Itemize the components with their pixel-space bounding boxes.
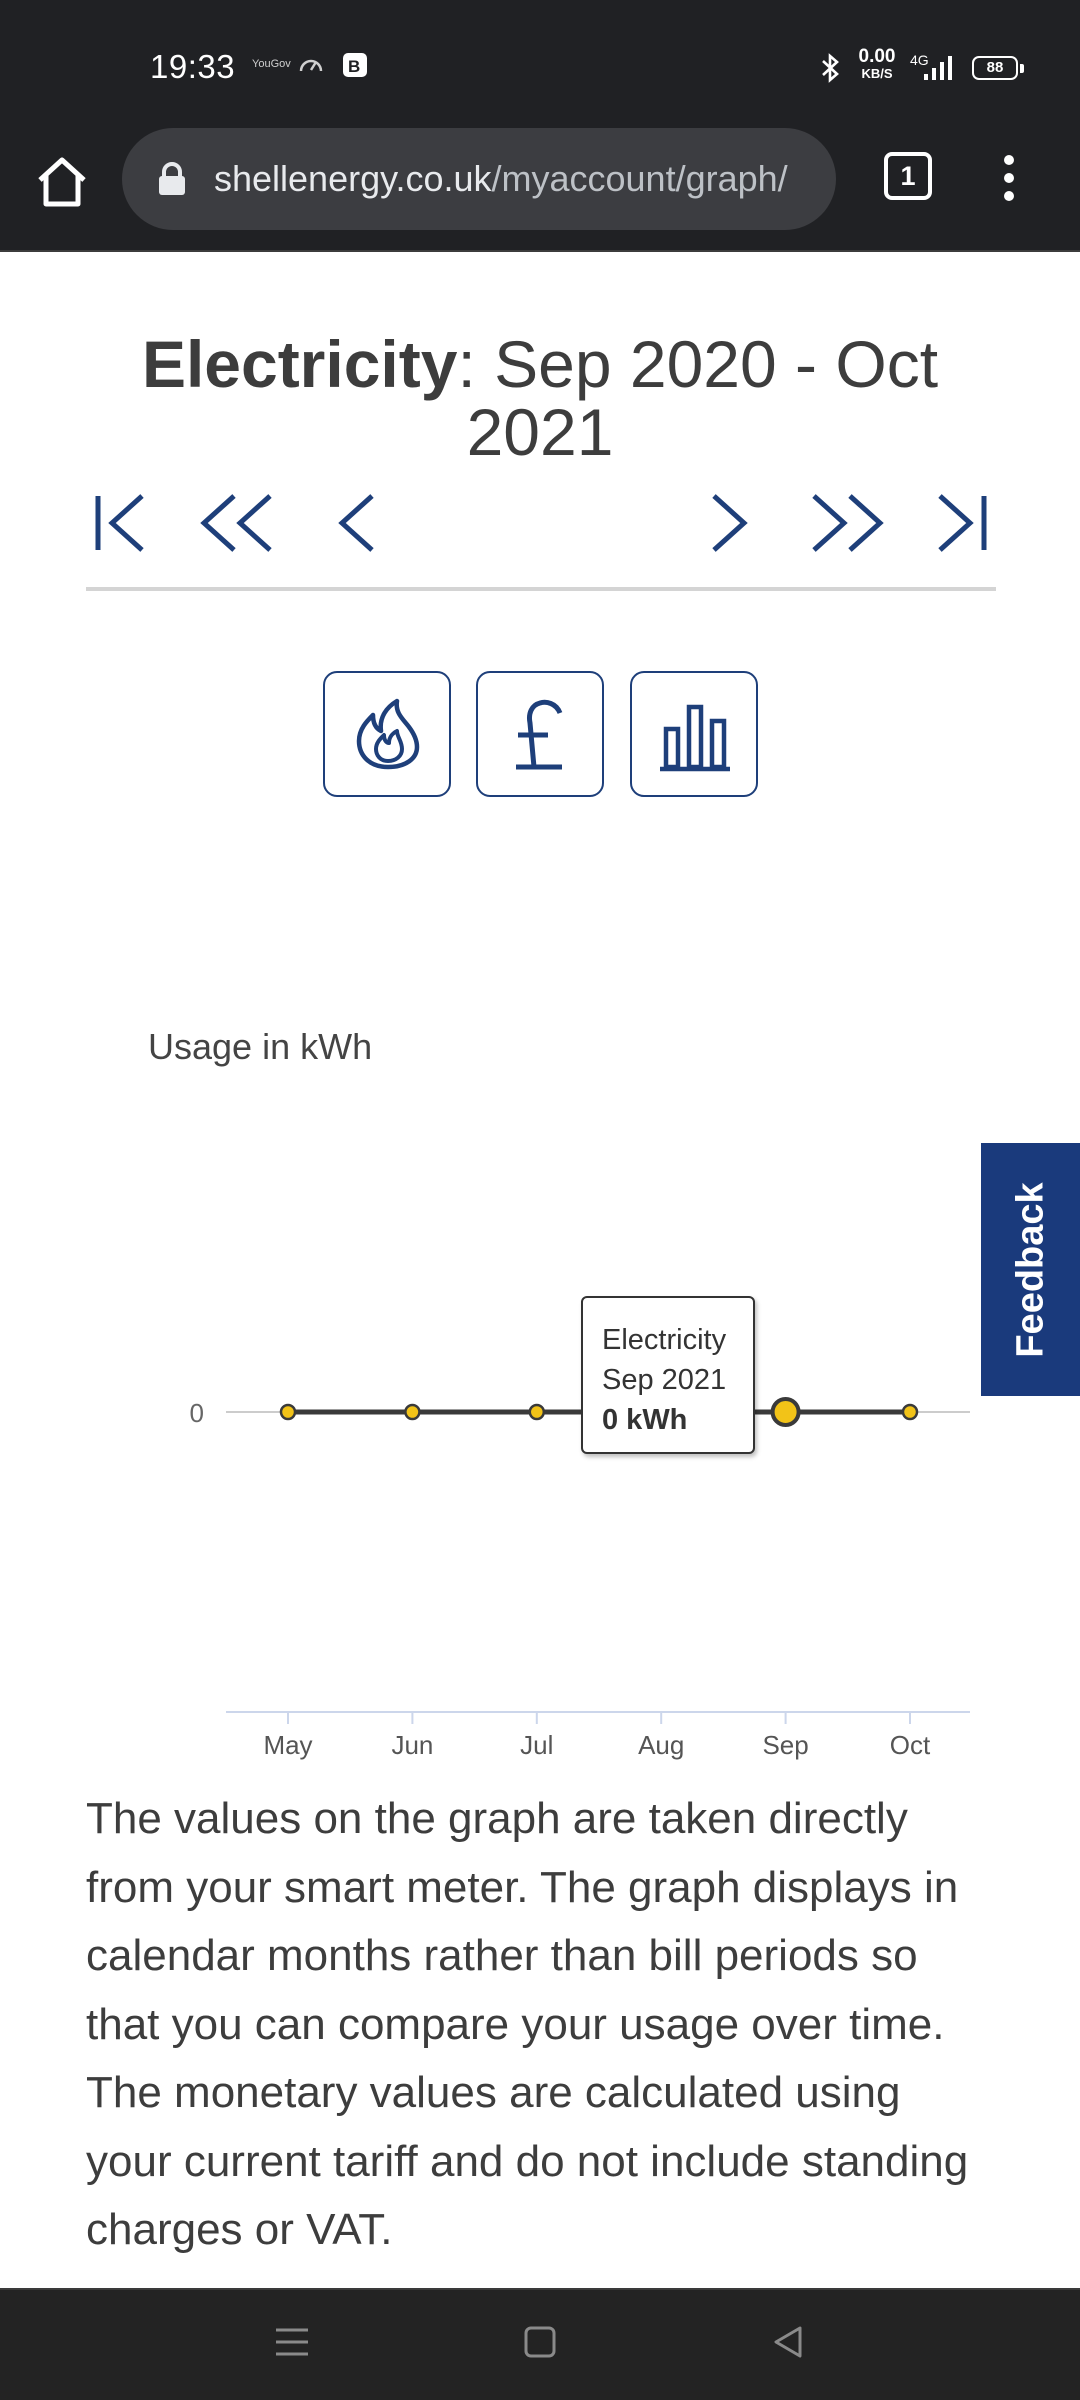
previous-year-icon[interactable] [198,490,278,556]
recent-apps-icon[interactable] [272,2322,312,2362]
y-axis-label: Usage in kWh [148,1026,373,1067]
url-domain: shellenergy.co.uk [214,158,492,199]
data-point [279,1403,297,1421]
url-path: /myaccount/graph/ [491,158,788,199]
x-tick-label: Oct [890,1730,931,1760]
more-options-icon[interactable] [994,148,1024,208]
network-speed: 0.00 KB/S [852,46,902,82]
url-text: shellenergy.co.uk/myaccount/graph/ [214,158,788,200]
network-speed-value: 0.00 [858,46,896,67]
browser-toolbar: shellenergy.co.uk/myaccount/graph/ 1 [0,126,1080,252]
status-time: 19:33 [150,48,236,85]
page-title-range: : Sep 2020 - Oct 2021 [457,327,939,469]
x-tick-label: Aug [638,1730,684,1760]
battery-icon: 88 [972,56,1024,80]
page-title-fuel: Electricity [141,327,458,401]
usage-view-button[interactable] [323,671,451,797]
network-speed-unit: KB/S [861,66,893,81]
graph-info-text: The values on the graph are taken direct… [86,1794,969,2254]
y-tick-label: 0 [190,1398,204,1428]
x-tick-label: Sep [762,1730,808,1760]
x-tick-label: May [263,1730,312,1760]
page-title: Electricity: Sep 2020 - Oct 2021 [86,330,994,466]
chart-tooltip: Electricity Sep 2021 0 kWh [581,1296,755,1454]
tooltip-value: 0 kWh [602,1404,688,1436]
previous-icon[interactable] [332,490,382,556]
network-type: 4G [910,52,929,68]
data-point [528,1403,546,1421]
home-nav-icon[interactable] [522,2322,558,2362]
next-icon[interactable] [704,490,754,556]
svg-text:B: B [348,57,360,76]
nav-divider [86,587,996,591]
data-point [901,1403,919,1421]
back-nav-icon[interactable] [768,2322,808,2362]
lock-icon [159,162,185,195]
data-point-highlighted [770,1397,801,1427]
home-button[interactable] [32,152,92,212]
pound-icon [516,699,563,770]
signal-icon [924,56,952,80]
tooltip-title: Electricity [602,1324,727,1356]
feedback-label: Feedback [1009,1181,1051,1358]
system-navigation-bar [0,2288,1080,2400]
yougov-icon: YouGov [252,58,291,70]
app-notification-icon: B [343,53,367,77]
first-page-icon[interactable] [90,490,150,556]
tab-switcher-button[interactable]: 1 [884,152,932,200]
address-bar[interactable]: shellenergy.co.uk/myaccount/graph/ [122,128,836,230]
x-tick-label: Jun [391,1730,433,1760]
chart-view-button[interactable] [630,671,758,797]
last-page-icon[interactable] [932,490,992,556]
bluetooth-icon [822,53,839,83]
status-bar: 19:33 YouGov B 0.00 KB/S 4G 88 [0,0,1080,126]
bar-chart-icon [660,704,730,772]
feedback-tab[interactable]: Feedback [981,1143,1080,1396]
x-tick-label: Jul [520,1730,553,1760]
data-point [404,1403,421,1421]
tooltip-date: Sep 2021 [602,1364,727,1396]
next-year-icon[interactable] [806,490,886,556]
flame-icon [356,698,420,770]
speedometer-icon [299,59,323,72]
cost-view-button[interactable] [476,671,604,797]
